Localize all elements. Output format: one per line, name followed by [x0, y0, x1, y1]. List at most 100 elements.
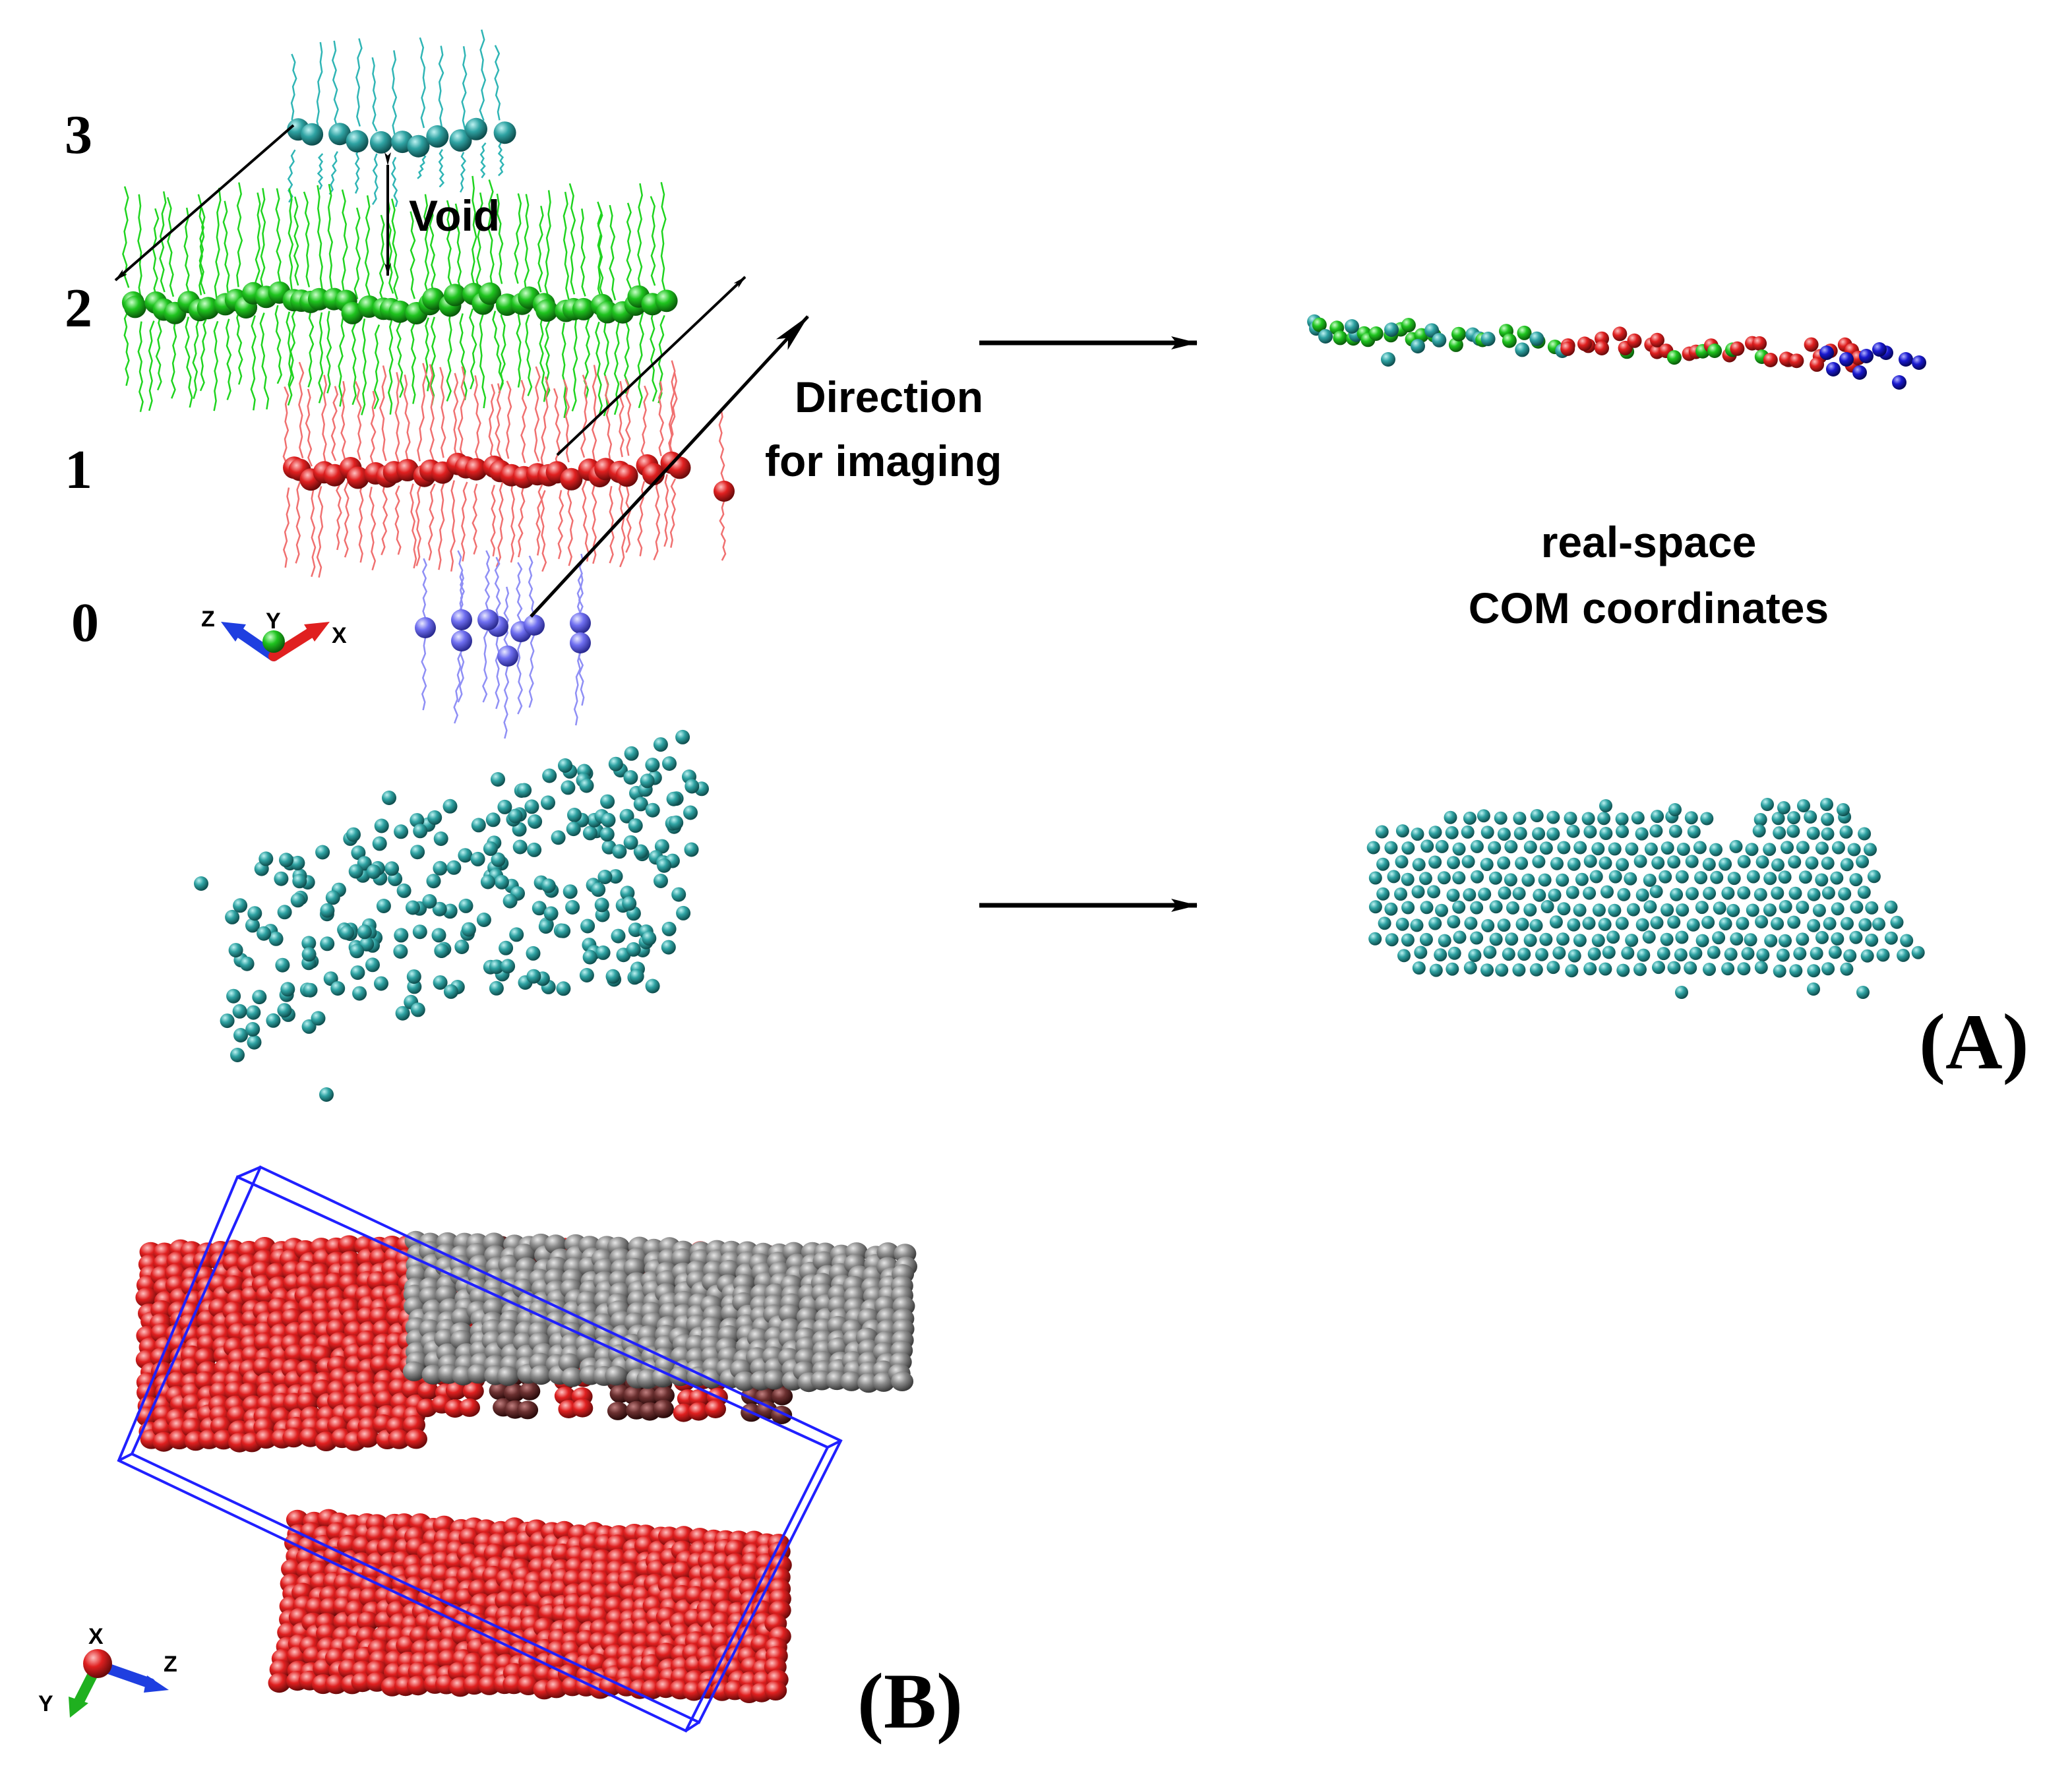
com-point [1502, 948, 1515, 961]
com-point [512, 839, 528, 855]
com-point [1412, 858, 1426, 872]
com-point [1771, 886, 1784, 900]
lipid-tail [295, 480, 301, 564]
com-point [1497, 856, 1511, 870]
lipid-tail [137, 321, 144, 412]
lipid-tail [358, 482, 364, 563]
com-point [501, 959, 516, 974]
lipid-tail [663, 474, 669, 547]
com-point [1384, 902, 1398, 916]
com-point [1730, 341, 1745, 356]
com-point [1807, 919, 1821, 932]
slab-atom [324, 1674, 348, 1695]
lipid-tail [650, 307, 657, 402]
com-point [1707, 946, 1721, 959]
lipid-head [615, 464, 638, 487]
com-point [1763, 843, 1777, 857]
slab-atom [652, 1368, 674, 1388]
com-point [1899, 352, 1913, 367]
lipid-tail [298, 361, 305, 459]
com-point [1815, 873, 1829, 887]
lipid-tail [290, 53, 297, 128]
lipid-tail [581, 479, 590, 562]
lipid-head [415, 617, 436, 638]
com-point [426, 874, 441, 889]
com-point [1515, 857, 1529, 870]
com-point [494, 874, 509, 889]
com-point [624, 746, 639, 761]
com-point [446, 860, 462, 875]
com-point [1713, 901, 1726, 915]
com-point [1667, 915, 1681, 929]
com-point [1840, 858, 1854, 872]
com-point [1839, 825, 1853, 839]
com-point [489, 980, 504, 996]
com-point [1568, 949, 1581, 963]
com-point [1573, 841, 1587, 855]
com-point [1599, 799, 1612, 812]
com-point [1523, 840, 1537, 854]
com-point [319, 1087, 334, 1102]
com-point [671, 887, 686, 902]
lipid-tail [316, 42, 323, 132]
com-point [395, 1006, 410, 1021]
lipid-head [451, 609, 472, 630]
com-point [1635, 827, 1649, 841]
com-point [1668, 824, 1682, 838]
com-point [1477, 809, 1490, 823]
lipid-tail [197, 194, 206, 295]
com-point [407, 979, 422, 994]
com-point [1452, 871, 1466, 885]
com-point [509, 927, 524, 942]
lipid-tail [450, 480, 456, 572]
com-point [1686, 918, 1700, 932]
com-point [1752, 824, 1766, 838]
com-point [1538, 873, 1552, 887]
com-point [623, 770, 638, 785]
com-point [1532, 855, 1546, 868]
lipid-tail [557, 490, 564, 560]
com-point [1627, 333, 1642, 348]
lipid-tail [260, 188, 266, 291]
lipid-head [197, 297, 220, 320]
lipid-tail [637, 313, 644, 409]
lipid-tail [351, 321, 357, 406]
upper-slab-gray [402, 1230, 917, 1393]
lipid-tail [595, 321, 603, 417]
com-point [410, 1002, 425, 1017]
com-point [1687, 825, 1701, 839]
com-point [1651, 810, 1664, 824]
com-point [1652, 961, 1665, 975]
com-point [1552, 946, 1566, 960]
com-point [1838, 887, 1852, 901]
com-point [558, 758, 572, 773]
com-point [1756, 948, 1770, 962]
com-point [228, 943, 243, 958]
com-point [563, 884, 578, 899]
com-point [1787, 811, 1801, 825]
com-point [1821, 827, 1835, 841]
com-point [1394, 888, 1407, 901]
slab-atom [772, 1387, 793, 1406]
com-point [393, 944, 408, 959]
com-point [372, 836, 387, 851]
com-point [1437, 871, 1451, 885]
com-point [1591, 842, 1605, 856]
com-point [1451, 326, 1466, 342]
com-point [1884, 931, 1898, 945]
com-point [1703, 886, 1717, 900]
layer-label-1: 1 [65, 439, 92, 500]
direction-label-line2: for imaging [765, 437, 1002, 485]
lipid-tail [505, 380, 512, 459]
axis-label-z-b: Z [164, 1652, 177, 1677]
com-point [476, 913, 491, 927]
com-point [661, 921, 677, 936]
com-point [1830, 871, 1844, 885]
com-point [458, 898, 473, 913]
com-point [280, 982, 295, 997]
slab-atom [421, 1364, 444, 1385]
com-point [619, 808, 634, 824]
layer-2-heads [121, 281, 678, 324]
com-point [1865, 901, 1879, 915]
com-point [1821, 857, 1835, 870]
